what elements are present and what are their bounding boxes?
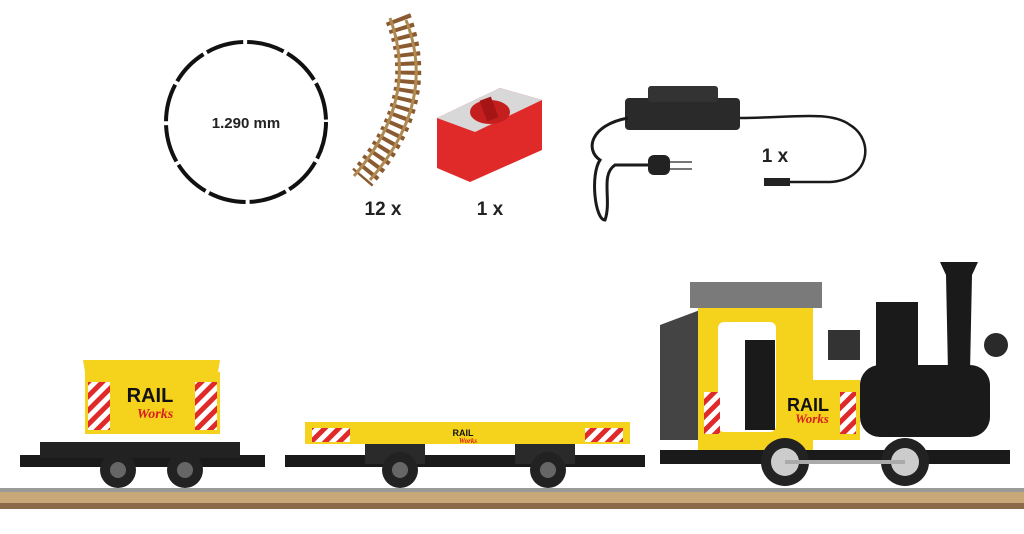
speed-controller: 1 x [437,88,542,220]
loco-logo-works: Works [795,411,829,426]
wagon-logo-works: Works [137,407,174,422]
flat-wagon-logo-works: Works [459,437,477,445]
steam-locomotive: RAIL Works [660,262,1010,486]
track-quantity-label: 12 x [365,199,402,220]
tipper-wagon: RAIL Works [20,360,265,488]
track-diameter-label: 1.290 mm [212,115,280,132]
power-supply-quantity-label: 1 x [762,146,789,167]
power-supply: 1 x [590,86,867,222]
curved-track-piece: 12 x [352,13,422,220]
flat-wagon-logo-rail: RAIL [453,428,474,438]
wagon-logo-rail: RAIL [127,385,174,407]
track-rails [0,488,1024,509]
loco-logo-rail: RAIL [787,395,829,415]
flat-wagon: RAIL Works [285,422,645,488]
track-circle-diagram: 1.290 mm [164,40,328,204]
controller-quantity-label: 1 x [477,199,504,220]
